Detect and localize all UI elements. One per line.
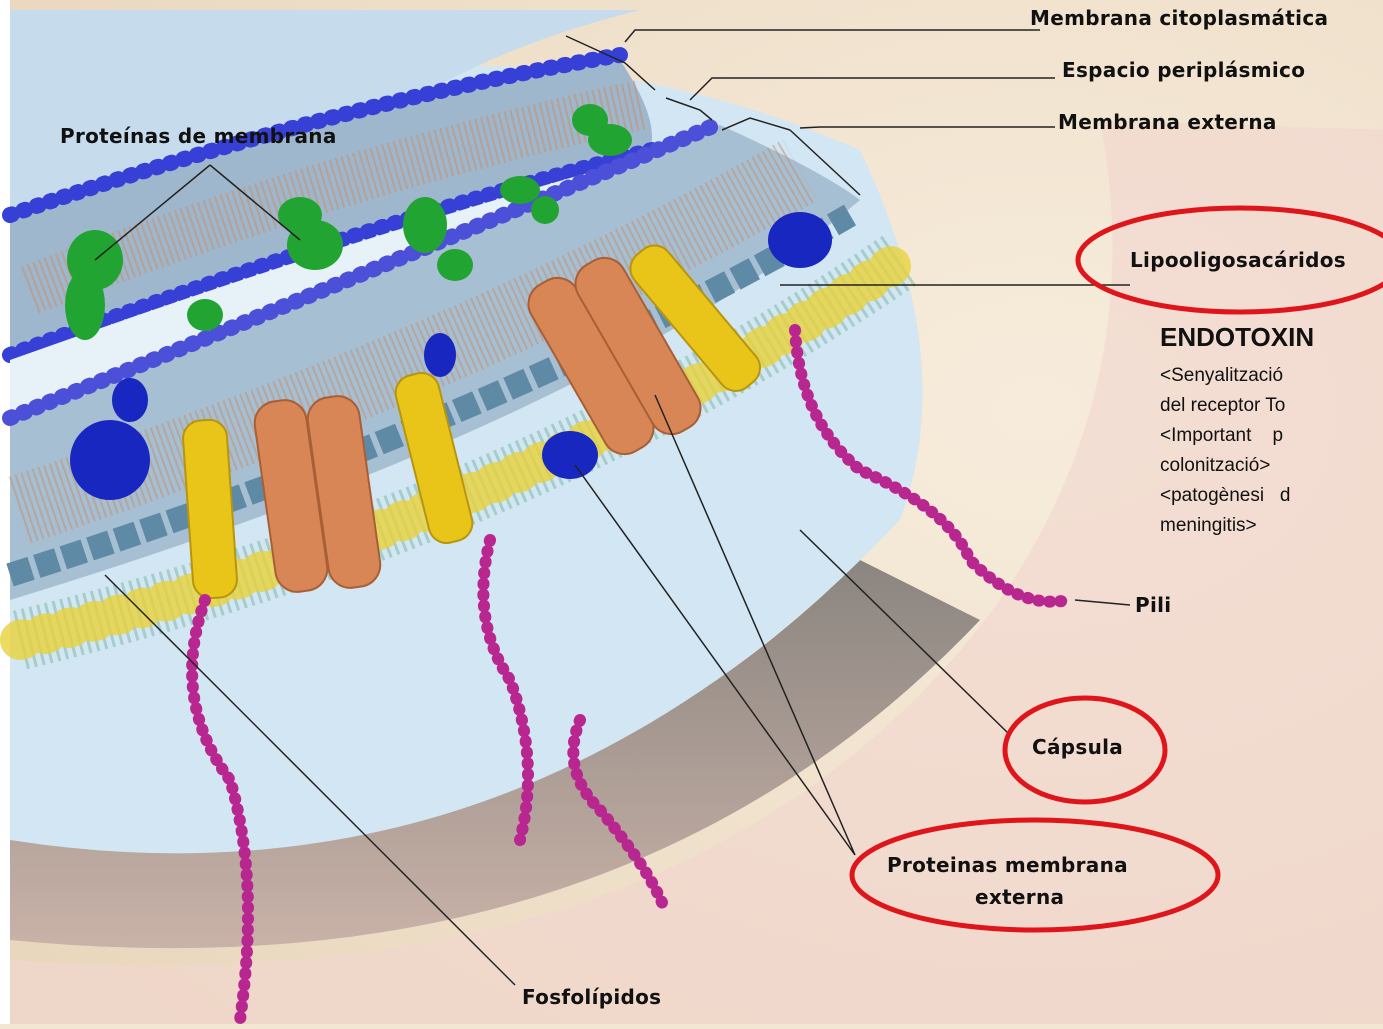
endotoxin-line: meningitis> <box>1160 515 1383 537</box>
endotoxin-line: del receptor To <box>1160 395 1383 417</box>
left-border <box>0 0 10 1024</box>
endotoxin-line: colonització> <box>1160 455 1383 477</box>
label-membrana-externa: Membrana externa <box>1058 110 1277 134</box>
label-proteinas-membrana-externa-line1: Proteinas membrana <box>887 853 1128 877</box>
label-membrana-citoplasmatica: Membrana citoplasmática <box>1030 6 1328 30</box>
endotoxin-line: <Senyalització <box>1160 365 1383 387</box>
label-pili: Pili <box>1135 593 1171 617</box>
endotoxin-line: <Important p <box>1160 425 1383 447</box>
label-espacio-periplasmico: Espacio periplásmico <box>1062 58 1305 82</box>
endotoxin-line: <patogènesi d <box>1160 485 1383 507</box>
endotoxin-title: ENDOTOXIN <box>1160 322 1314 353</box>
label-proteinas-de-membrana: Proteínas de membrana <box>60 124 337 148</box>
label-capsula: Cápsula <box>1032 735 1123 759</box>
label-lipooligosacaridos: Lipooligosacáridos <box>1130 248 1346 272</box>
label-fosfolipidos: Fosfolípidos <box>522 985 661 1009</box>
label-proteinas-membrana-externa-line2: externa <box>975 885 1064 909</box>
